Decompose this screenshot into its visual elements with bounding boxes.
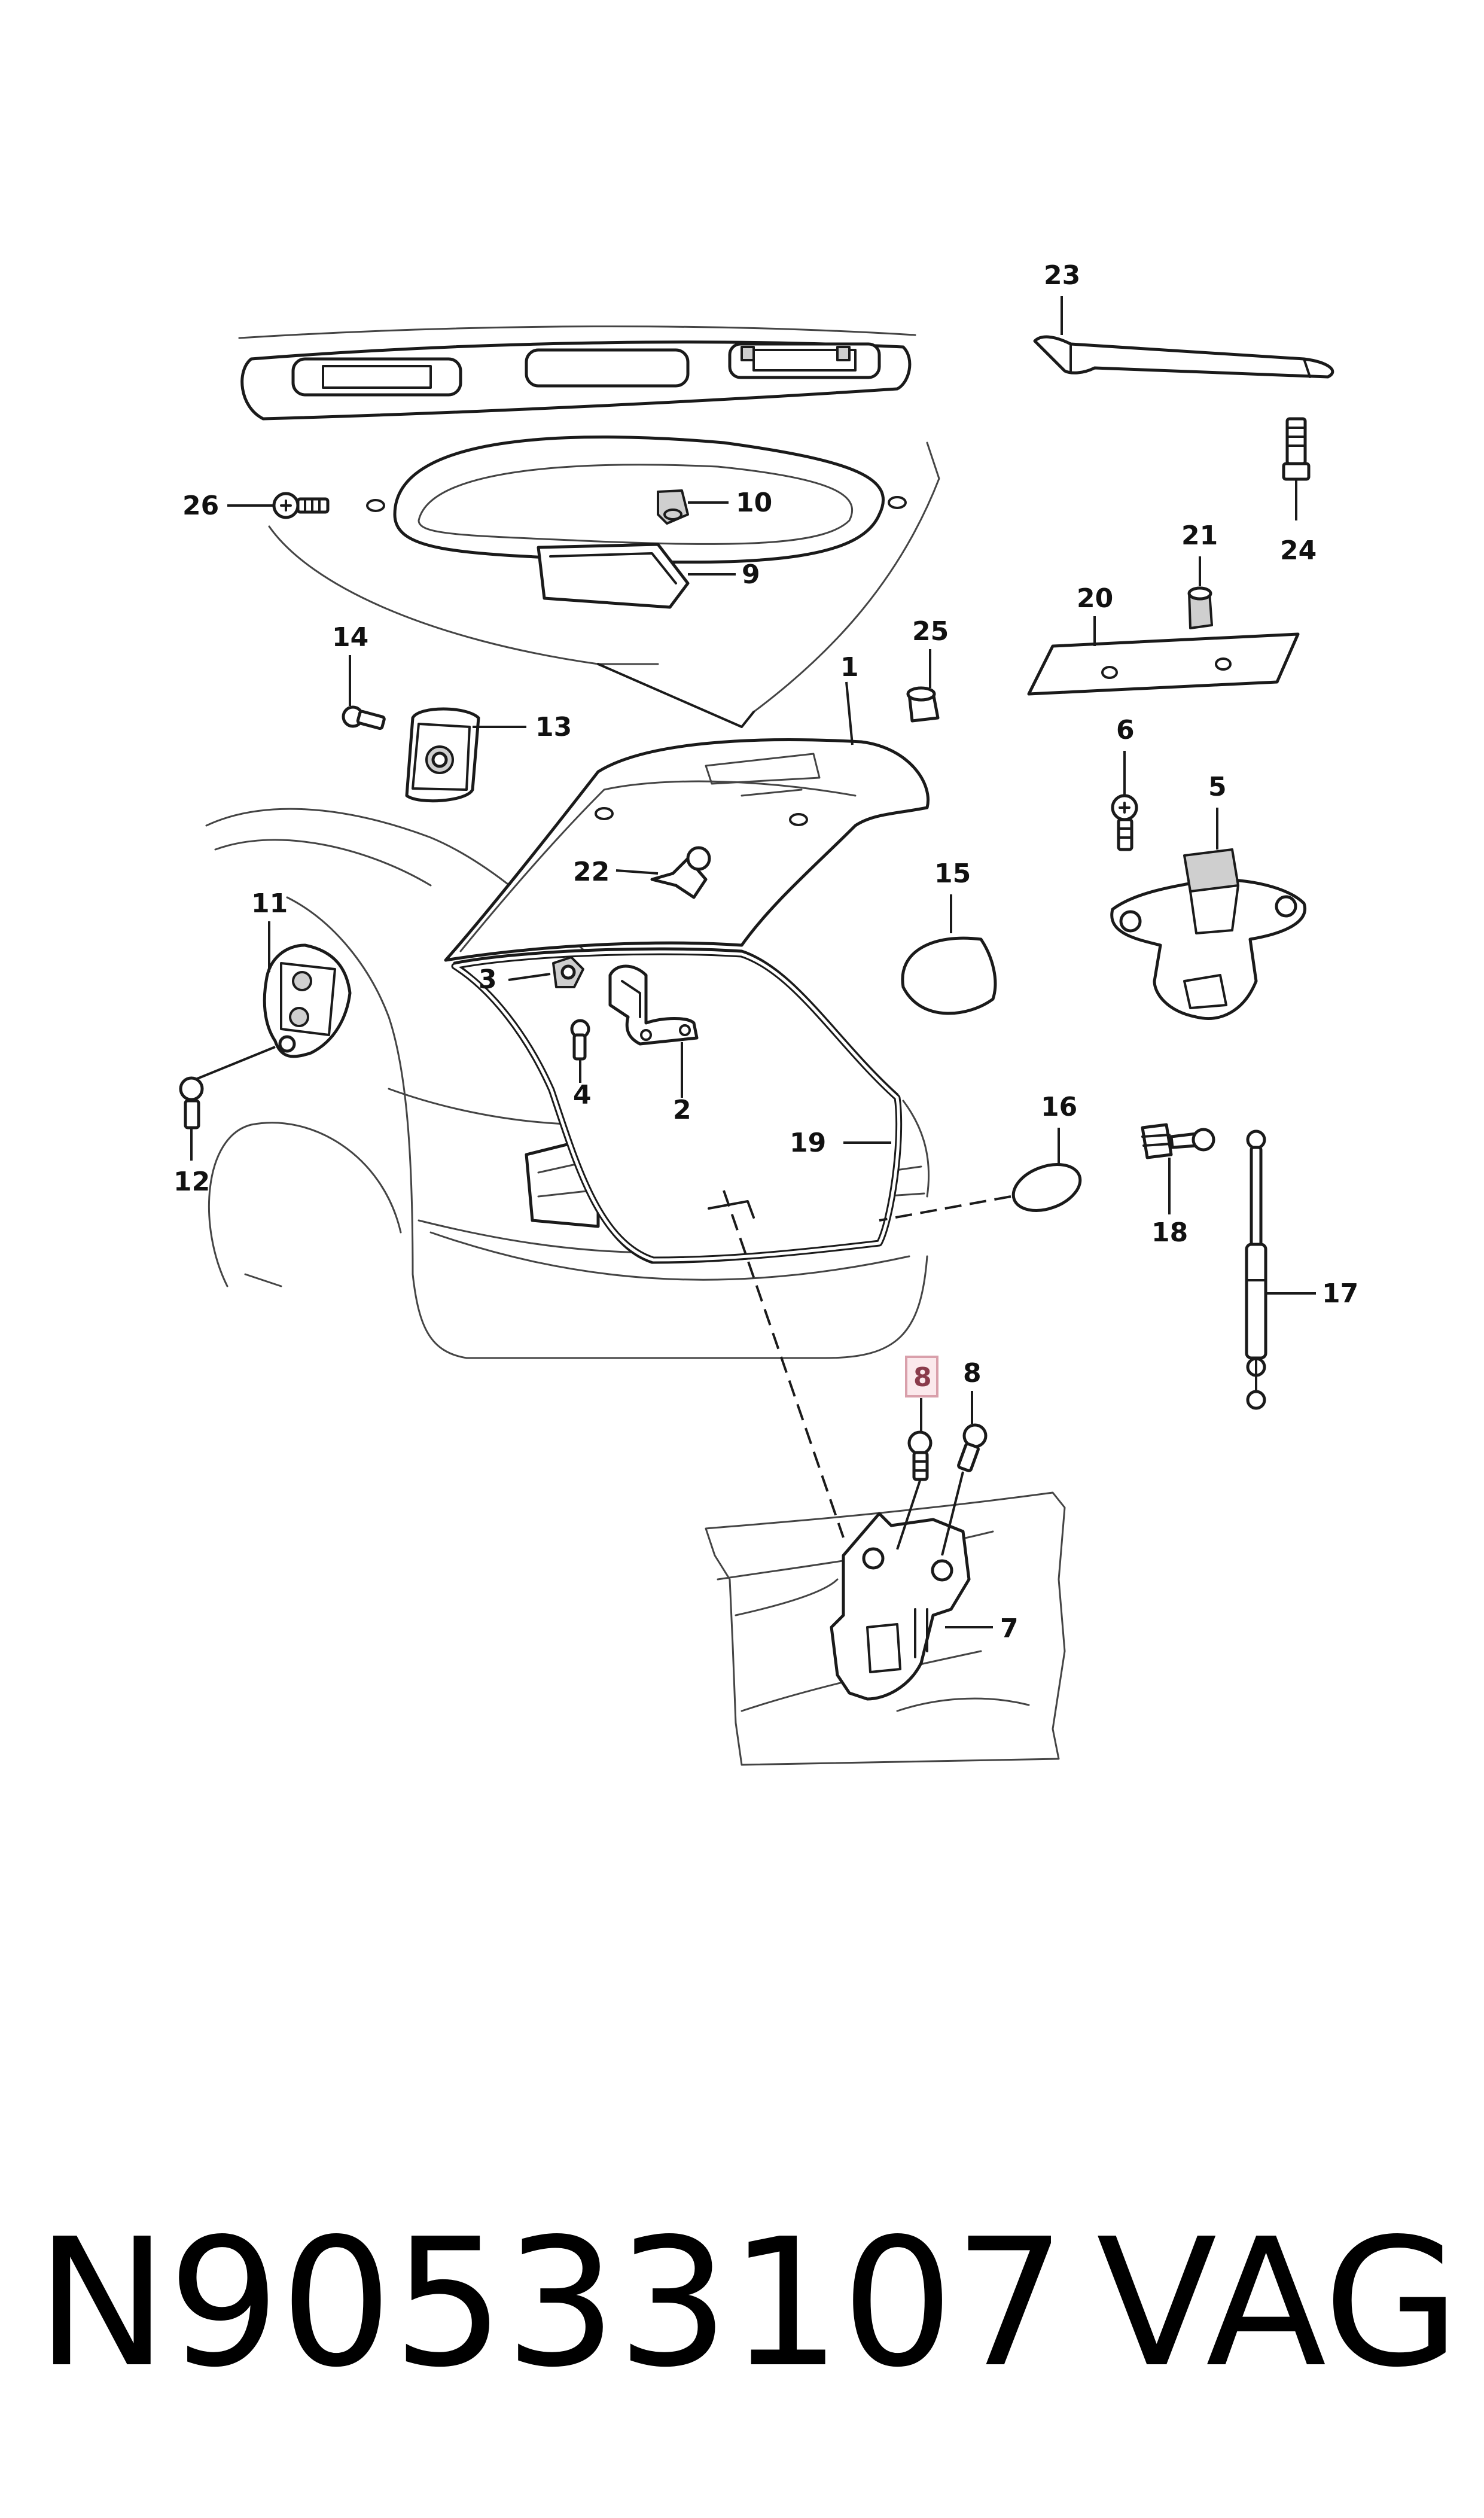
label-5: 5 [1208,772,1227,802]
label-22: 22 [573,857,610,887]
label-13: 13 [535,712,572,742]
part-24-stud [1282,417,1311,520]
part-21-nut [1187,556,1213,629]
part-15-plug [901,894,997,1015]
label-15: 15 [934,858,971,889]
part-3-nut [508,956,584,988]
part-4-bolt [570,1019,590,1083]
label-23: 23 [1044,260,1080,291]
label-3: 3 [479,964,497,995]
label-10: 10 [736,488,772,518]
label-6: 6 [1116,715,1135,745]
label-19: 19 [790,1128,826,1158]
part-11-stop [194,921,352,1081]
part-17-gas-strut [1245,1129,1316,1410]
part-2-hinge [608,964,699,1098]
lower-detail-lock [705,1190,1066,1766]
label-14: 14 [332,622,368,653]
label-20: 20 [1077,583,1113,614]
part-10-clip [657,489,729,525]
highlight-box [905,1356,938,1397]
part-5-lock [1110,808,1306,1020]
part-8-bolt [941,1391,988,1556]
label-7: 7 [1000,1613,1019,1644]
part-16-cap [879,1128,1082,1222]
rear-trim-panel [238,325,916,421]
part-6-screw [1111,751,1138,851]
part-18-ball-stud [1141,1123,1215,1214]
part-12-screw [179,1076,204,1161]
part-26-bolt [227,492,330,519]
part-23-spoiler [1033,296,1334,379]
label-17: 17 [1322,1278,1358,1309]
label-16: 16 [1041,1092,1077,1122]
label-25: 25 [912,616,949,647]
label-24: 24 [1280,535,1317,566]
label-26: 26 [182,491,219,521]
label-4: 4 [573,1080,592,1110]
label-18: 18 [1151,1217,1188,1248]
part-8-bolt-highlighted [896,1398,933,1550]
label-12: 12 [173,1167,210,1197]
label-1: 1 [840,652,859,683]
label-8-highlighted: 8 [913,1362,932,1393]
label-8: 8 [963,1358,982,1389]
part-13-bracket [405,707,526,803]
label-9: 9 [742,559,760,590]
part-22-retainer [615,846,711,899]
label-11: 11 [251,888,288,919]
part-14-screw [342,655,386,730]
label-21: 21 [1181,520,1218,551]
part-1-tailgate [444,681,930,962]
part-19-seal [451,948,903,1263]
tailgate-inner-panel [268,436,940,728]
part-9-handle [537,543,736,609]
callout-labels: 1 2 3 4 5 6 7 8 8 9 10 11 12 13 14 15 16… [173,260,1358,1644]
label-2: 2 [673,1095,691,1125]
brand-text: VAG [1096,2200,1460,2406]
part-25-cap [906,649,940,723]
part-20-plate [1027,616,1300,696]
part-number-text: N90533107 [36,2200,1066,2406]
